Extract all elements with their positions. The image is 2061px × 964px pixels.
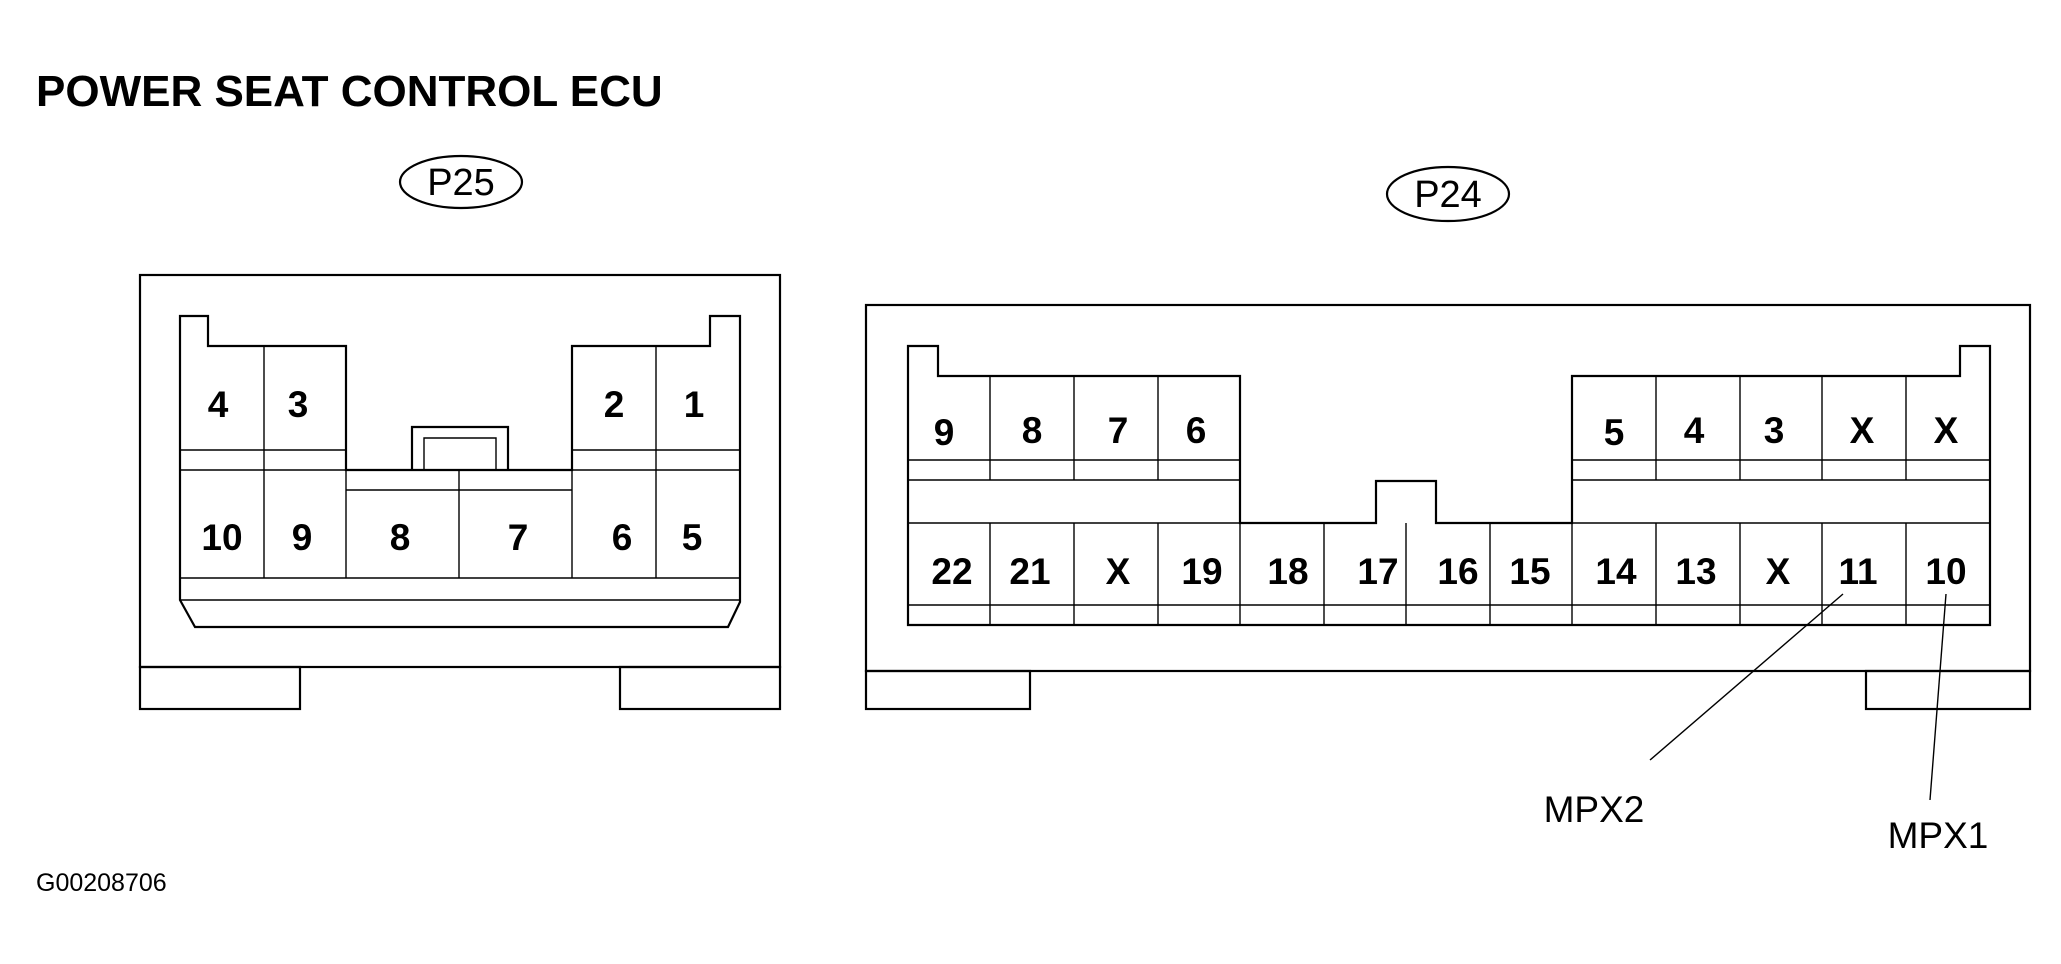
p24-cavity-outline	[906, 344, 1992, 627]
p24-pin-label: 7	[1108, 410, 1129, 451]
p24-pin-label: 16	[1437, 551, 1478, 592]
mpx2-leader-line	[1649, 593, 1844, 761]
p25-latch-inner	[423, 437, 497, 470]
p25-pin-label: 9	[292, 517, 313, 558]
p25-foot-left	[138, 665, 302, 711]
p24-foot-left	[864, 669, 1032, 711]
p24-tag-oval	[1385, 165, 1511, 223]
p24-pin-label: X	[1934, 410, 1959, 451]
p25-tag-oval	[398, 154, 524, 210]
p24-pin-label: 11	[1838, 551, 1877, 592]
p25-housing	[138, 273, 782, 669]
p24-pin-label: 8	[1022, 410, 1043, 451]
p24-pin-label: 19	[1181, 551, 1222, 592]
connector-p25: P25 4 3 2 1 10 9	[138, 154, 782, 711]
p25-pin-label: 6	[612, 517, 633, 558]
p25-pin-label: 1	[684, 384, 705, 425]
p24-pin-label: 10	[1925, 551, 1966, 592]
connector-p24: P24	[864, 165, 2032, 856]
mpx1-leader-line	[1929, 593, 1947, 801]
p24-foot-right	[1864, 669, 2032, 711]
p25-pin-label: 7	[508, 517, 529, 558]
p24-pin-label: 5	[1604, 412, 1625, 453]
p24-pin-label: 15	[1509, 551, 1550, 592]
p24-pin-label: 17	[1357, 551, 1398, 592]
p25-tag: P25	[427, 162, 495, 204]
p24-pin-label: 14	[1595, 551, 1637, 592]
diagram-title: POWER SEAT CONTROL ECU	[36, 67, 663, 116]
p24-pin-label: 3	[1764, 410, 1785, 451]
p25-pin-label: 5	[682, 517, 703, 558]
p25-pin-label: 2	[604, 384, 625, 425]
p24-pin-label: 6	[1186, 410, 1207, 451]
p25-pin-label: 4	[208, 384, 229, 425]
p24-grid	[908, 376, 1990, 625]
p25-pin-label: 3	[288, 384, 309, 425]
mpx2-callout: MPX2	[1544, 789, 1645, 830]
p24-pin-label: 22	[931, 551, 972, 592]
figure-code: G00208706	[36, 869, 167, 897]
p24-pin-label: X	[1766, 551, 1791, 592]
p24-pin-label: 18	[1267, 551, 1308, 592]
p24-housing	[864, 303, 2032, 673]
p24-pin-label: X	[1106, 551, 1131, 592]
p25-latch	[410, 425, 510, 470]
p24-pin-label: 9	[934, 412, 955, 453]
p24-pin-label: 13	[1675, 551, 1716, 592]
p24-pin-label: X	[1850, 410, 1875, 451]
p25-pin-label: 8	[390, 517, 411, 558]
p24-pin-label: 4	[1684, 410, 1705, 451]
mpx1-callout: MPX1	[1888, 815, 1989, 856]
p24-pin-label: 21	[1009, 551, 1050, 592]
p25-cavity-outline	[178, 314, 742, 629]
p25-foot-right	[618, 665, 782, 711]
p24-tag: P24	[1414, 174, 1482, 216]
p25-pin-label: 10	[201, 517, 242, 558]
p25-grid	[180, 346, 740, 579]
